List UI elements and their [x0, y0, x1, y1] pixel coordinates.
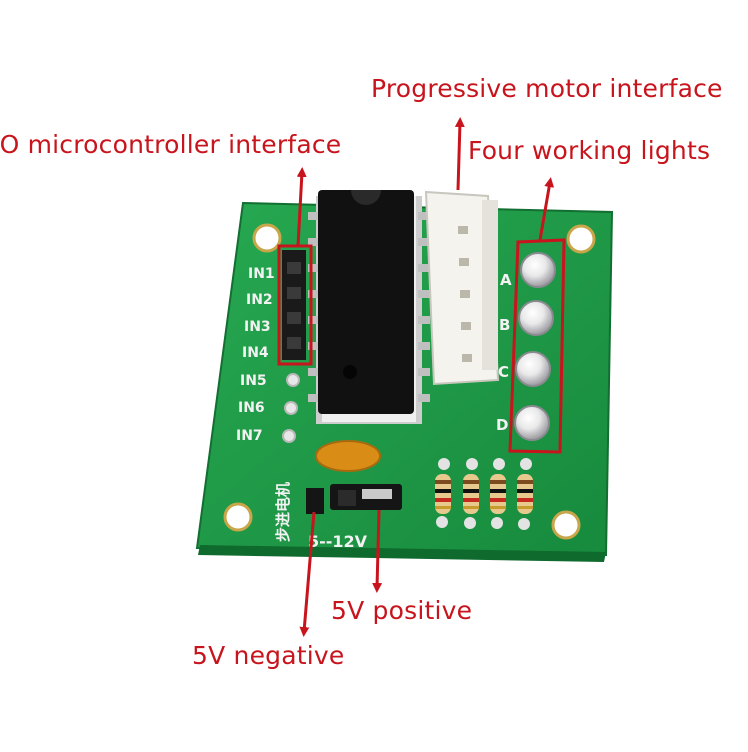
callout-negative: 5V negative: [192, 641, 345, 670]
input-label-in7: IN7: [236, 428, 263, 444]
io-highlight-box: [277, 244, 313, 366]
mounting-holes: [223, 223, 596, 540]
input-label-in1: IN1: [248, 266, 275, 282]
motor-connector: [424, 190, 500, 386]
led-letter-d: D: [496, 416, 508, 434]
annotation-arrows: [296, 117, 555, 637]
capacitor: [315, 440, 381, 472]
unused-input-pads: [282, 373, 300, 443]
resistors: [435, 458, 533, 530]
power-header-jumper: [306, 484, 402, 514]
lights-highlight-box: [508, 238, 566, 454]
voltage-label: 5--12V: [308, 532, 368, 551]
board-title-chinese: 步进电机: [274, 482, 292, 542]
input-label-in6: IN6: [238, 400, 265, 416]
input-label-in5: IN5: [240, 373, 267, 389]
callout-io-interface: IO microcontroller interface: [0, 130, 342, 159]
led-letters: A B C D: [496, 271, 512, 434]
led-letter-a: A: [500, 271, 512, 289]
input-labels: IN1 IN2 IN3 IN4 IN5 IN6 IN7: [236, 266, 275, 444]
io-header-pins: [282, 250, 306, 360]
input-label-in2: IN2: [246, 292, 273, 308]
working-leds: [514, 252, 556, 441]
driver-ic-chip: [308, 190, 430, 424]
input-label-in4: IN4: [242, 345, 269, 361]
callout-working-lights: Four working lights: [468, 136, 711, 165]
input-label-in3: IN3: [244, 319, 271, 335]
callout-positive: 5V positive: [331, 596, 473, 625]
led-letter-c: C: [498, 363, 509, 381]
led-letter-b: B: [499, 316, 510, 334]
callout-motor-interface: Progressive motor interface: [371, 74, 723, 103]
